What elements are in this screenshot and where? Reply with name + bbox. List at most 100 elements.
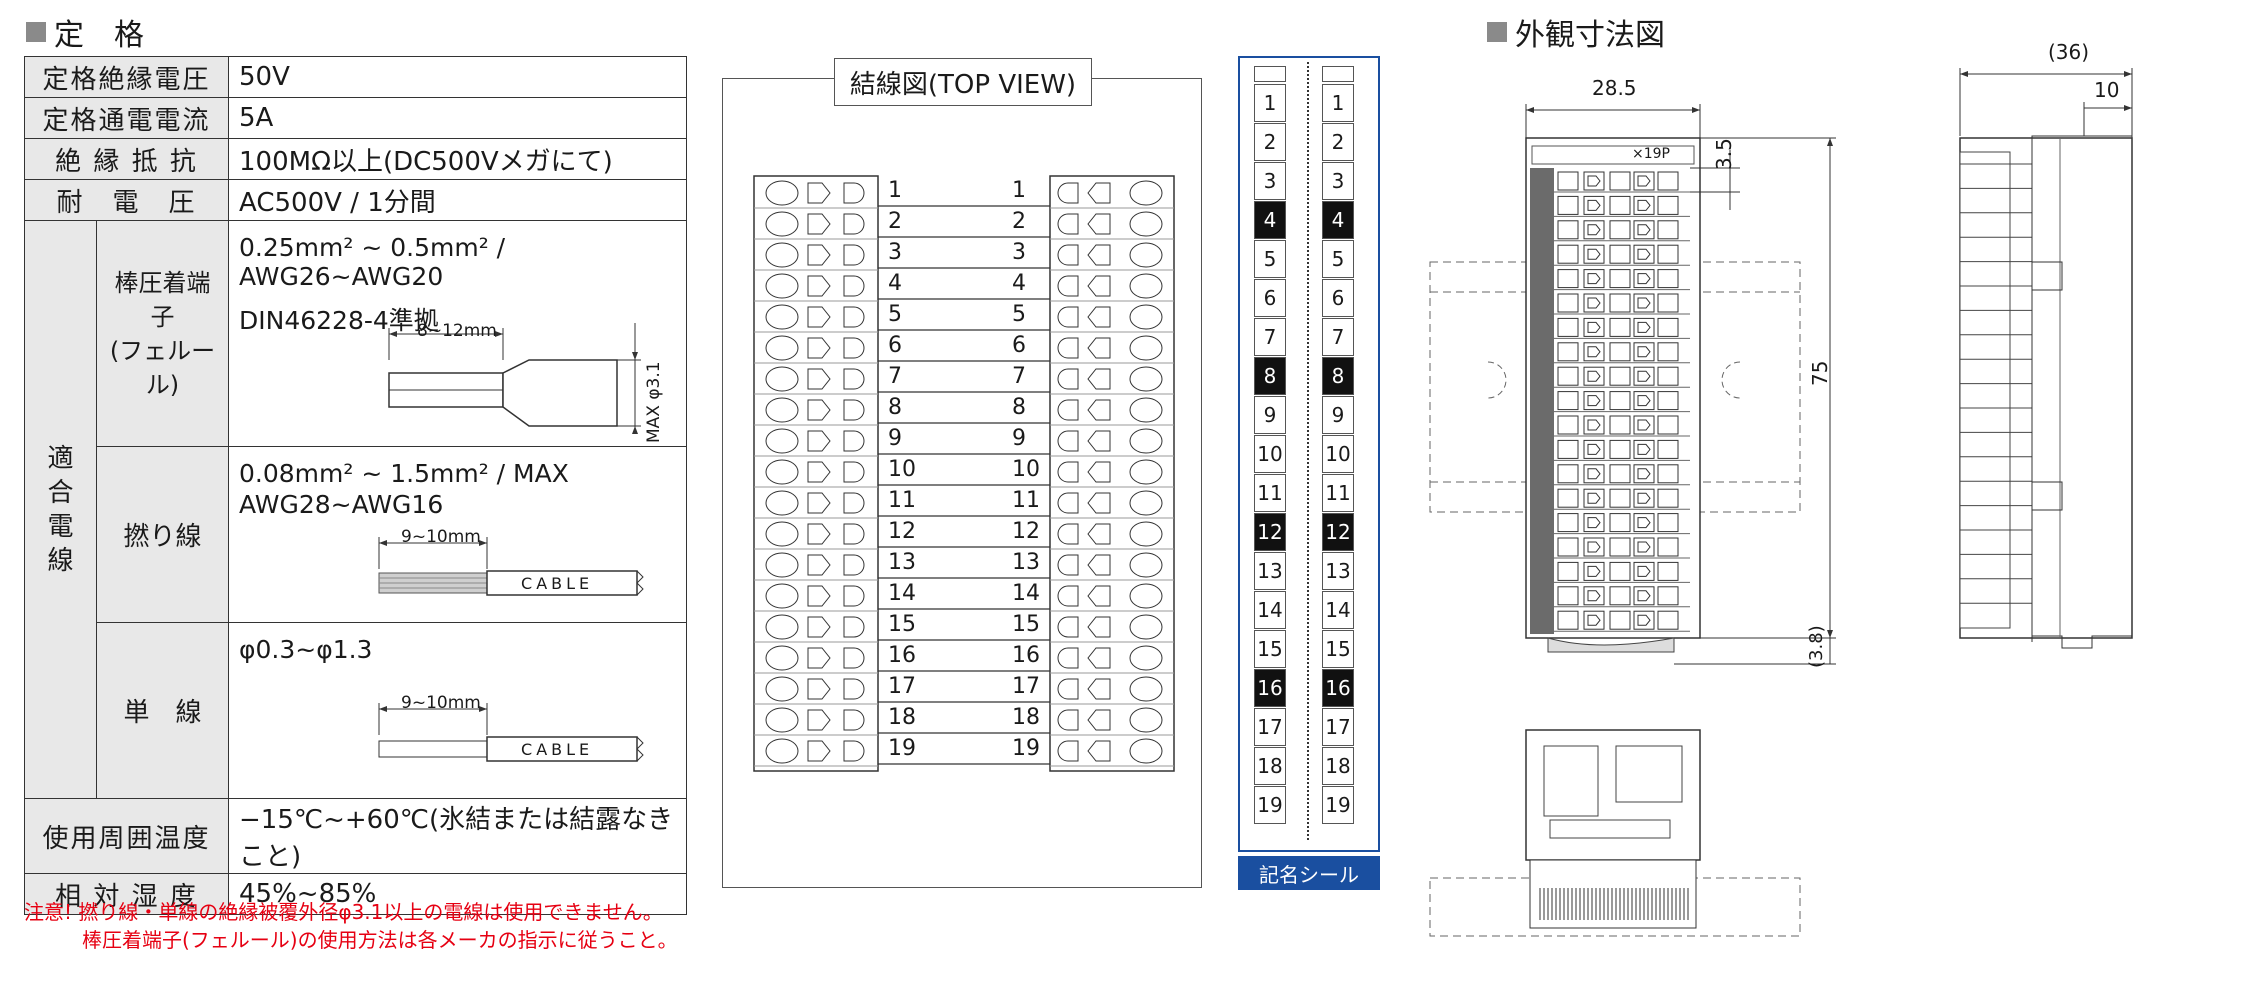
wiring-pin-right: 2	[1012, 209, 1026, 234]
wiring-pin-left: 5	[888, 302, 902, 327]
solid-spec-line1: φ0.3~φ1.3	[239, 635, 373, 664]
marker-cell: 9	[1254, 396, 1286, 434]
dim-pitch: 3.5	[1712, 138, 1736, 170]
wiring-pin-left: 14	[888, 581, 916, 606]
wiring-pin-left: 19	[888, 736, 916, 761]
wiring-pin-right: 6	[1012, 333, 1026, 358]
solid-cable-label: CABLE	[521, 740, 594, 759]
marker-cell: 10	[1254, 435, 1286, 473]
marker-cell: 11	[1322, 474, 1354, 512]
wiring-pin-right: 5	[1012, 302, 1026, 327]
solid-row: 単 線 φ0.3~φ1.3 9~10mm CABLE	[25, 622, 687, 799]
marker-blank-cell	[1322, 66, 1354, 82]
dimension-drawing	[1429, 68, 2133, 937]
wiring-pin-right: 10	[1012, 457, 1040, 482]
marker-cell: 6	[1254, 279, 1286, 317]
solid-label: 単 線	[95, 622, 230, 799]
marker-cell: 6	[1322, 279, 1354, 317]
temp-value: −15℃~+60℃(氷結または結露なきこと)	[228, 798, 687, 874]
wiring-pin-left: 12	[888, 519, 916, 544]
marker-cell: 1	[1322, 84, 1354, 122]
solid-value: φ0.3~φ1.3 9~10mm CABLE	[228, 622, 687, 799]
marker-cell: 18	[1322, 747, 1354, 785]
wiring-pin-left: 3	[888, 240, 902, 265]
wiring-pin-left: 13	[888, 550, 916, 575]
marker-cell: 14	[1254, 591, 1286, 629]
humidity-row: 相 対 湿 度 45%~85%	[23, 873, 687, 915]
solid-diagram	[378, 703, 644, 762]
marker-cell: 12	[1322, 513, 1354, 551]
wiring-pin-right: 8	[1012, 395, 1026, 420]
wiring-pin-right: 11	[1012, 488, 1040, 513]
marker-cell: 18	[1254, 747, 1286, 785]
spec-row-value: 5A	[228, 97, 687, 139]
marker-cell: 11	[1254, 474, 1286, 512]
spec-row-label: 絶 縁 抵 抗	[23, 138, 230, 180]
ferrule-value: 0.25mm² ~ 0.5mm² / AWG26~AWG20 DIN46228-…	[228, 220, 687, 447]
dim-pins-label: ×19P	[1632, 146, 1670, 162]
marker-blank-cell	[1254, 66, 1286, 82]
wiring-pin-right: 15	[1012, 612, 1040, 637]
stranded-label: 撚り線	[95, 446, 230, 623]
dim-depth: (36)	[2048, 40, 2090, 64]
marker-cell: 1	[1254, 84, 1286, 122]
wire-group-label: 適合電線	[24, 220, 97, 799]
wiring-diagram	[753, 175, 1175, 772]
section-square-icon	[1487, 22, 1507, 42]
marker-center-divider	[1307, 62, 1309, 840]
stranded-value: 0.08mm² ~ 1.5mm² / MAX AWG28~AWG16 9~10m…	[228, 446, 687, 623]
marker-cell: 16	[1322, 669, 1354, 707]
marker-cell: 9	[1322, 396, 1354, 434]
spec-row-label: 耐 電 圧	[23, 179, 230, 221]
wiring-pin-left: 16	[888, 643, 916, 668]
dimensions-section-title: 外観寸法図	[1487, 10, 1665, 54]
humidity-value: 45%~85%	[228, 873, 687, 915]
marker-cell: 8	[1322, 357, 1354, 395]
wiring-pin-right: 1	[1012, 178, 1026, 203]
wiring-pin-right: 18	[1012, 705, 1040, 730]
dim-width: 28.5	[1592, 76, 1637, 100]
solid-strip-length: 9~10mm	[401, 693, 481, 713]
wiring-pin-left: 17	[888, 674, 916, 699]
spec-section-title: 定 格	[26, 10, 144, 54]
stranded-spec-line2: AWG28~AWG16	[239, 490, 444, 519]
wiring-pin-left: 11	[888, 488, 916, 513]
wiring-pin-left: 10	[888, 457, 916, 482]
wiring-pin-left: 18	[888, 705, 916, 730]
ferrule-max-diameter: MAX φ3.1	[644, 361, 665, 443]
wiring-diagram-title: 結線図(TOP VIEW)	[834, 58, 1092, 106]
wiring-pin-right: 19	[1012, 736, 1040, 761]
spec-table: 定格絶縁電圧 50V 定格通電電流 5A 絶 縁 抵 抗 100MΩ以上(DC5…	[23, 56, 687, 915]
wiring-pin-left: 6	[888, 333, 902, 358]
spec-row: 絶 縁 抵 抗 100MΩ以上(DC500Vメガにて)	[23, 138, 687, 180]
note-line-1: 注意! 撚り線・単線の絶縁被覆外径φ3.1以上の電線は使用できません。	[24, 900, 663, 924]
marker-cell: 15	[1254, 630, 1286, 668]
dim-height: 75	[1808, 360, 1832, 386]
marker-cell: 2	[1322, 123, 1354, 161]
wiring-pin-right: 13	[1012, 550, 1040, 575]
ferrule-spec-line1: 0.25mm² ~ 0.5mm² / AWG26~AWG20	[239, 233, 506, 291]
marker-cell: 10	[1322, 435, 1354, 473]
spec-row-value: 100MΩ以上(DC500Vメガにて)	[228, 138, 687, 180]
wire-group-label-text: 適合電線	[47, 443, 74, 576]
ferrule-diagram	[388, 323, 642, 434]
marker-cell: 19	[1254, 786, 1286, 824]
marker-cell: 15	[1322, 630, 1354, 668]
spec-title-text: 定 格	[54, 18, 144, 53]
wiring-pin-left: 7	[888, 364, 902, 389]
wiring-pin-left: 2	[888, 209, 902, 234]
marker-cell: 3	[1254, 162, 1286, 200]
ferrule-label: 棒圧着端子 (フェルール)	[95, 220, 230, 447]
ferrule-spec-line2: DIN46228-4準拠	[239, 306, 439, 335]
wiring-pin-right: 14	[1012, 581, 1040, 606]
dimensions-title-text: 外観寸法図	[1515, 18, 1665, 53]
marker-cell: 5	[1254, 240, 1286, 278]
humidity-label: 相 対 湿 度	[23, 873, 230, 915]
spec-row: 定格絶縁電圧 50V	[23, 56, 687, 98]
temp-row: 使用周囲温度 −15℃~+60℃(氷結または結露なきこと)	[23, 798, 687, 874]
wiring-pin-left: 4	[888, 271, 902, 296]
marker-cell: 4	[1322, 201, 1354, 239]
stranded-cable-label: CABLE	[521, 574, 594, 593]
marker-cell: 17	[1254, 708, 1286, 746]
marker-cell: 13	[1322, 552, 1354, 590]
